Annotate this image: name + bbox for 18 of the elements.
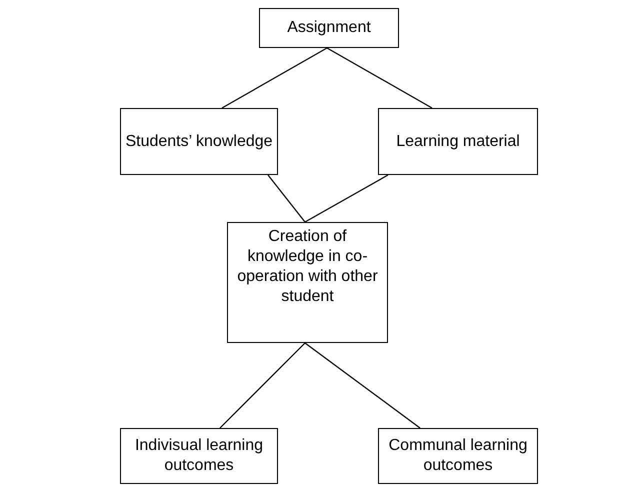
connector-line [268,174,306,222]
box-text: Indivisual learning outcomes [134,436,264,476]
box-text: Learning material [396,132,520,152]
box-text: Communal learning outcomes [388,436,528,476]
process-box [120,428,278,484]
process-box [120,108,278,175]
box-text: Creation of knowledge in co-operation with other student [236,227,379,307]
connector-line [304,174,388,223]
box-text: Assignment [287,18,371,38]
process-box [227,222,388,343]
process-box [378,428,538,484]
box-text: Students’ knowledge [125,132,273,152]
connector-line [304,342,420,428]
connector-line [222,47,328,109]
process-box [259,8,399,48]
connector-line [220,342,306,428]
process-box [378,108,538,175]
connector-line [326,47,432,109]
